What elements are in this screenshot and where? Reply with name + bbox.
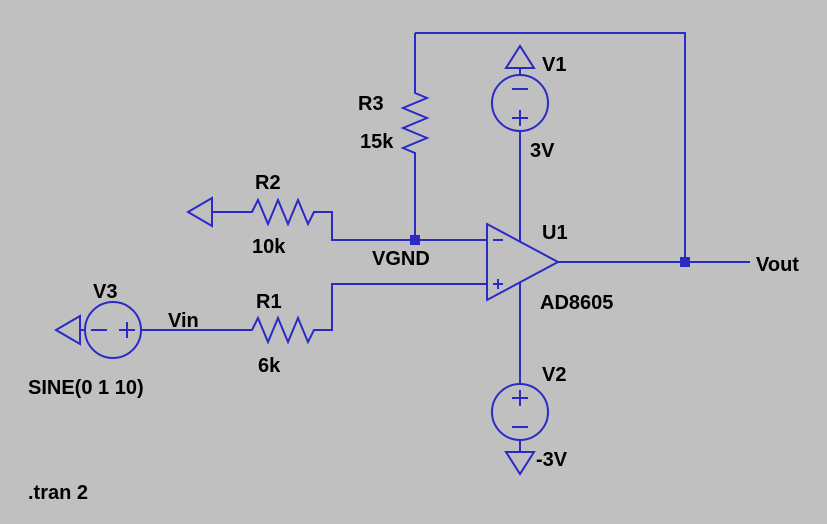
ground-symbol-v1[interactable] bbox=[504, 44, 536, 69]
source-circle-icon bbox=[491, 74, 549, 132]
label-r1-value[interactable]: 6k bbox=[258, 355, 281, 377]
label-v3-name[interactable]: V3 bbox=[93, 281, 117, 303]
label-u1-name[interactable]: U1 bbox=[542, 222, 568, 244]
net-label-vgnd[interactable]: VGND bbox=[372, 248, 430, 270]
ground-symbol-r2[interactable] bbox=[186, 196, 213, 228]
opamp-u1[interactable]: U1 AD8605 bbox=[486, 222, 613, 314]
label-r2-name[interactable]: R2 bbox=[255, 172, 281, 194]
opamp-triangle-icon bbox=[486, 222, 561, 302]
label-v1-name[interactable]: V1 bbox=[542, 54, 566, 76]
wire-r2-to-inverting-input[interactable] bbox=[325, 211, 487, 241]
resistor-zigzag-icon bbox=[245, 315, 325, 345]
label-u1-value[interactable]: AD8605 bbox=[540, 292, 613, 314]
source-circle-icon bbox=[491, 383, 549, 441]
voltage-source-v1[interactable]: V1 3V bbox=[491, 54, 566, 162]
label-v1-value[interactable]: 3V bbox=[530, 140, 555, 162]
resistor-zigzag-icon bbox=[400, 88, 430, 158]
label-r3-value[interactable]: 15k bbox=[360, 131, 394, 153]
junction-node-output bbox=[680, 257, 690, 267]
ground-symbol-v3[interactable] bbox=[54, 314, 81, 346]
wire-r1-to-noninverting-input[interactable] bbox=[325, 283, 487, 331]
spice-directive-tran[interactable]: .tran 2 bbox=[28, 482, 88, 504]
label-r2-value[interactable]: 10k bbox=[252, 236, 286, 258]
resistor-r1[interactable]: R1 6k bbox=[245, 291, 325, 377]
resistor-r3[interactable]: R3 15k bbox=[358, 88, 430, 158]
voltage-source-v3[interactable]: V3 SINE(0 1 10) bbox=[28, 281, 144, 399]
wire-feedback[interactable] bbox=[415, 32, 686, 262]
net-label-vout[interactable]: Vout bbox=[756, 254, 799, 276]
label-v3-value[interactable]: SINE(0 1 10) bbox=[28, 377, 144, 399]
resistor-zigzag-icon bbox=[245, 197, 325, 227]
resistor-r2[interactable]: R2 10k bbox=[245, 172, 325, 258]
label-v2-name[interactable]: V2 bbox=[542, 364, 566, 386]
voltage-source-v2[interactable]: V2 -3V bbox=[491, 364, 568, 471]
label-r1-name[interactable]: R1 bbox=[256, 291, 282, 313]
label-r3-name[interactable]: R3 bbox=[358, 93, 384, 115]
junction-node-vgnd bbox=[410, 235, 420, 245]
net-label-vin[interactable]: Vin bbox=[168, 310, 199, 332]
label-v2-value[interactable]: -3V bbox=[536, 449, 568, 471]
source-circle-icon bbox=[84, 301, 142, 359]
ground-symbol-v2[interactable] bbox=[504, 451, 536, 476]
